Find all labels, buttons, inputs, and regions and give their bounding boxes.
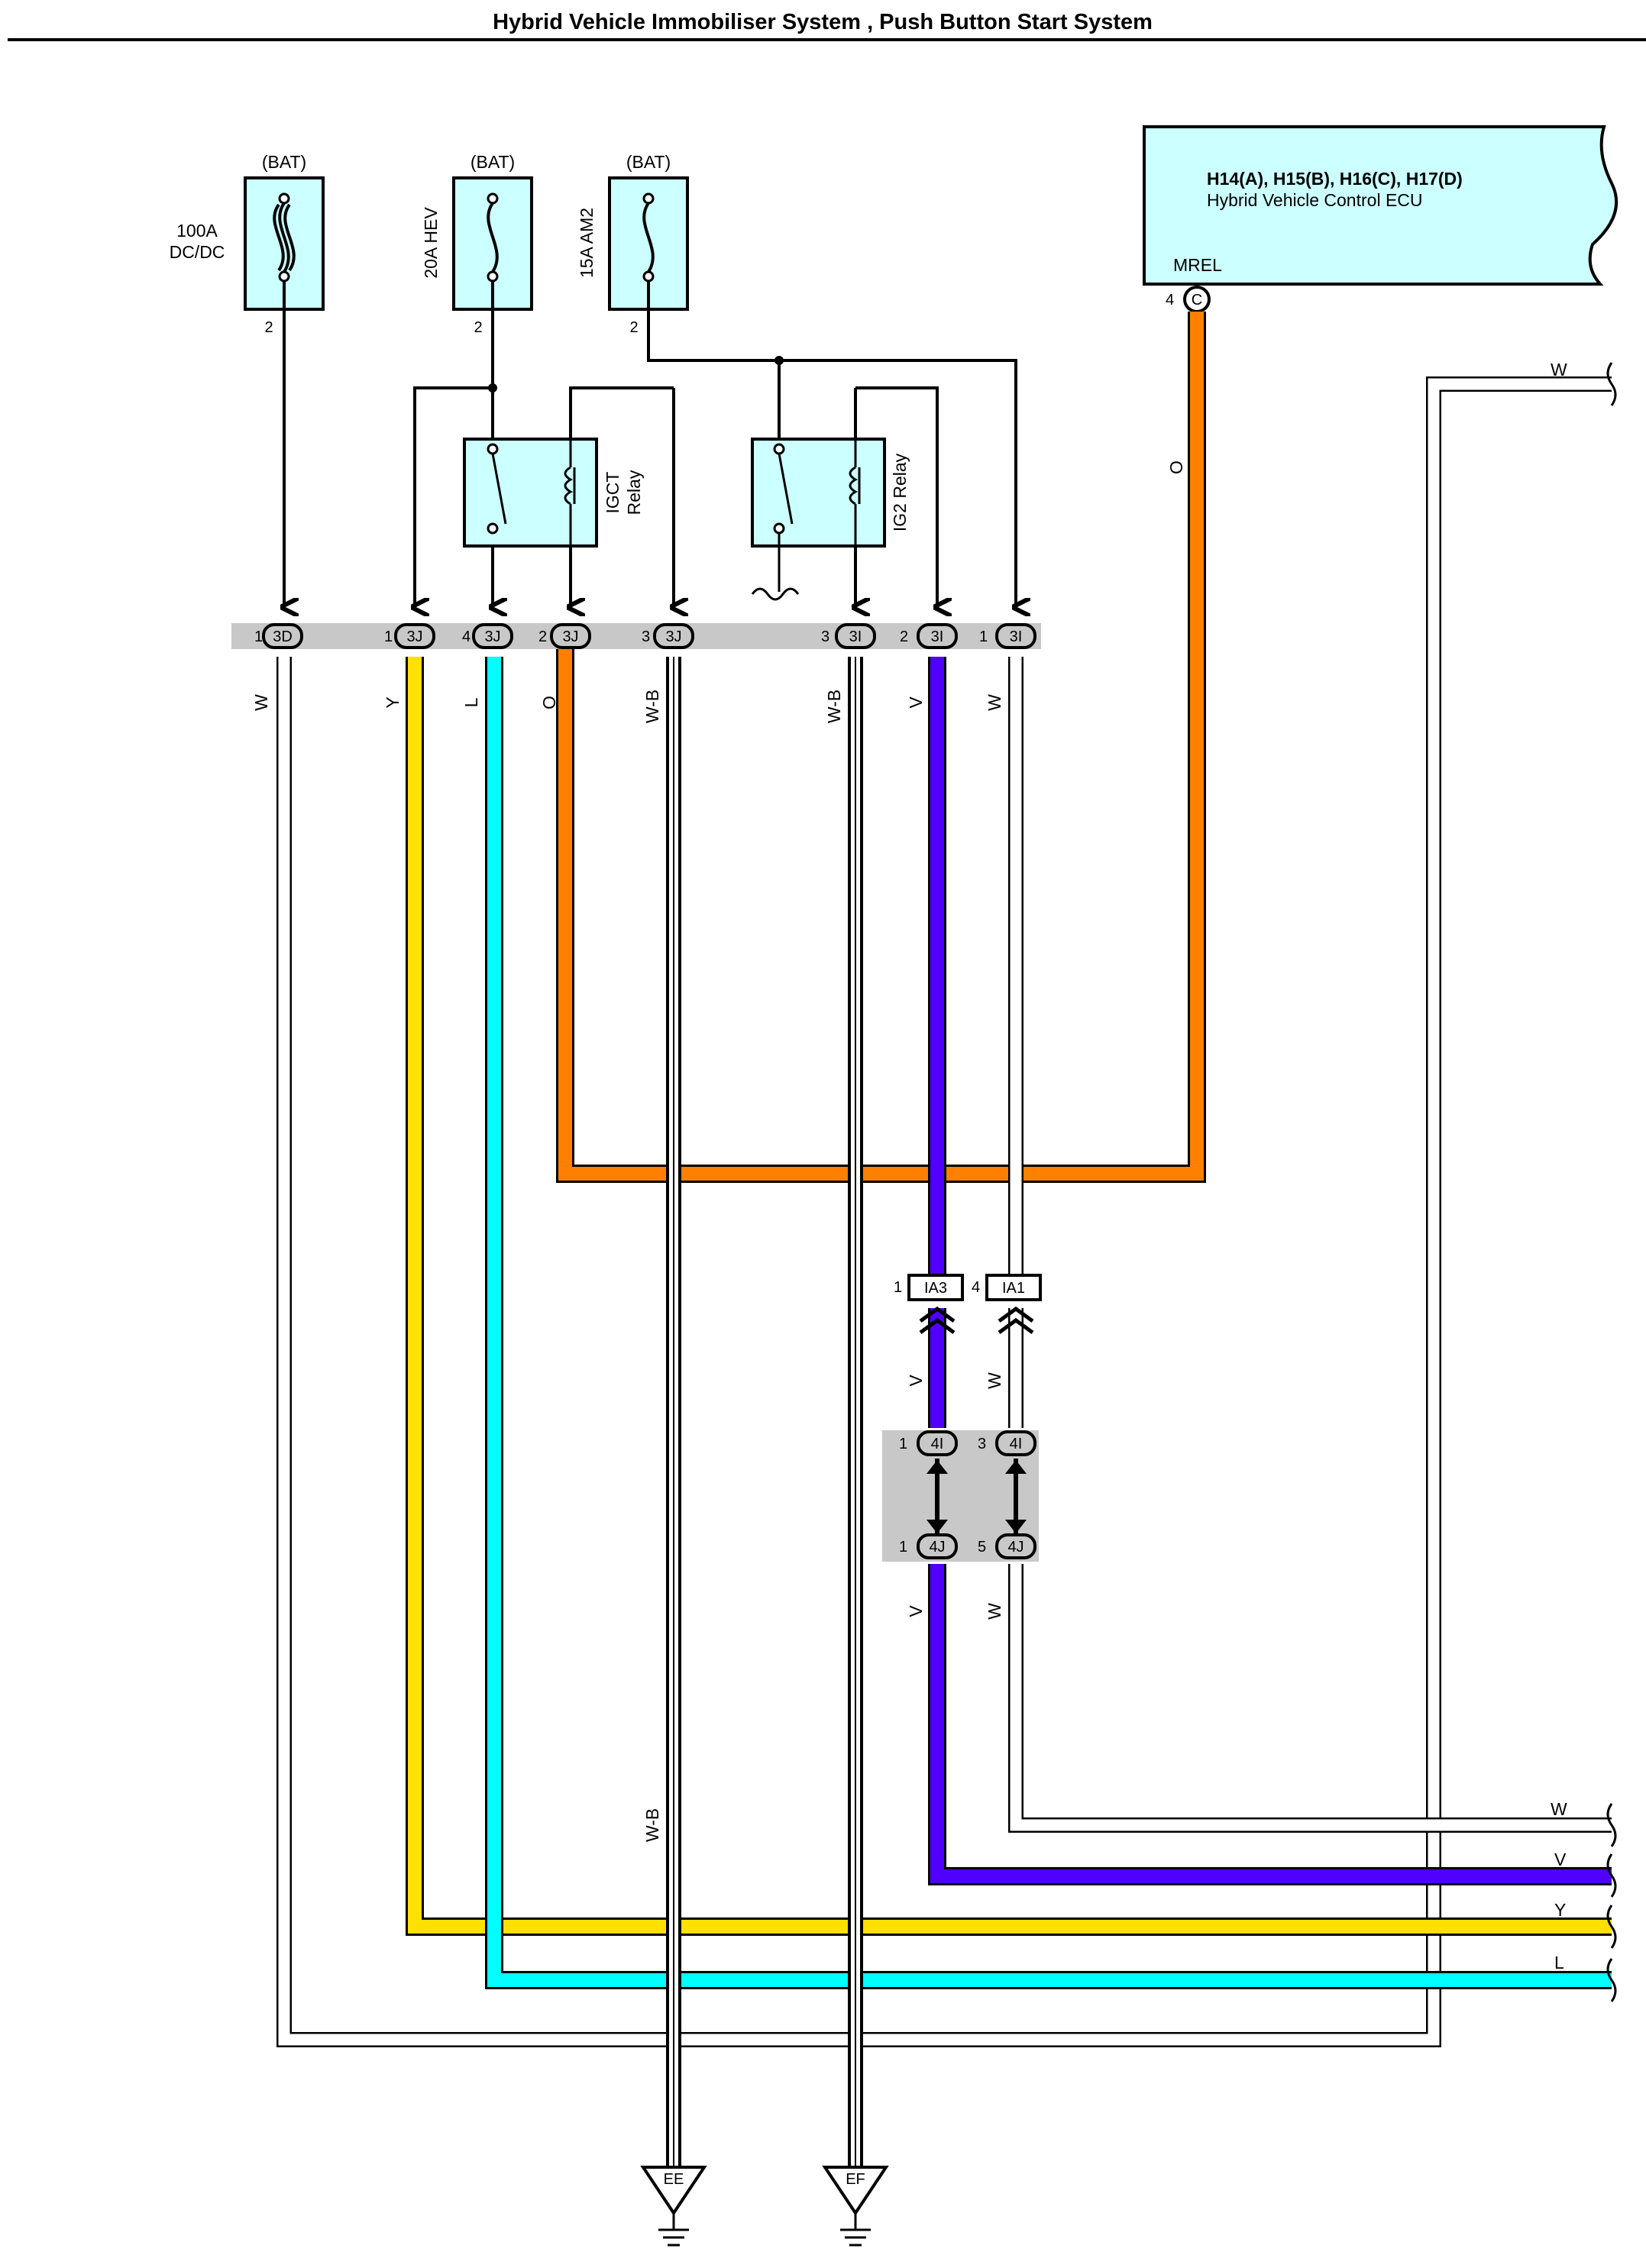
wire-label-v-mid: V (906, 1375, 926, 1387)
right-label-v: V (1554, 1850, 1567, 1869)
wires (276, 312, 1612, 2169)
inline-connector-ia1: 4 IA1 (972, 1274, 1042, 1335)
fuse-am2-name: 15A AM2 (577, 208, 597, 278)
fuse-am2-pin: 2 (629, 319, 638, 336)
wire-label-w-low: W (985, 1603, 1004, 1620)
right-label-y: Y (1554, 1900, 1566, 1920)
fuse-dcdc-source: (BAT) (262, 152, 306, 172)
fuse-dcdc: (BAT) 100A DC/DC 2 (170, 152, 325, 336)
jc-id: 3J (665, 628, 681, 645)
ia1-id: IA1 (1002, 1280, 1025, 1297)
igct-relay: IGCT Relay (463, 438, 644, 548)
jc-1-3j: 1 3J (384, 623, 435, 649)
junction-connector-bar (231, 623, 1041, 649)
jc-pin: 2 (538, 628, 547, 645)
jb-4j-pin1: 1 (899, 1539, 907, 1556)
jc-pin: 1 (384, 628, 393, 645)
wire-label-y: Y (383, 696, 403, 708)
igct-relay-name-line1: IGCT (603, 472, 623, 514)
fuse-dcdc-name-line1: 100A (176, 221, 218, 241)
ecu-pin-number: 4 (1166, 292, 1174, 309)
jc-id: 3I (849, 628, 862, 645)
jc-id: 3J (484, 628, 500, 645)
fuse-hev-name: 20A HEV (421, 207, 441, 279)
jb-4i-id2: 4I (1010, 1436, 1023, 1452)
wire-label-l: L (461, 697, 481, 707)
ecu-codes: H14(A), H15(B), H16(C), H17(D) (1207, 169, 1463, 189)
jc-3-3i: 3 3I (821, 623, 876, 649)
ecu-connector-label: C (1192, 292, 1202, 309)
jb-4i-pin1: 1 (899, 1436, 907, 1452)
jb-4i-id1: 4I (931, 1436, 944, 1452)
jc-1-3d: 1 3D (254, 623, 303, 649)
jc-id: 3D (273, 628, 293, 645)
right-edge-breaks (1606, 362, 1617, 2002)
wire-label-wb: W-B (642, 690, 662, 723)
jc-2-3j: 2 3J (538, 623, 591, 649)
right-label-w: W (1551, 1799, 1567, 1819)
ig2-relay: IG2 Relay (751, 438, 910, 601)
jc-id: 3I (931, 628, 944, 645)
ecu-name: Hybrid Vehicle Control ECU (1207, 190, 1423, 210)
ia3-pin: 1 (894, 1279, 902, 1296)
jc-id: 3I (1010, 628, 1023, 645)
fuse-hev-source: (BAT) (471, 152, 515, 172)
jb-4j-pin5: 5 (978, 1539, 986, 1556)
fuse-dcdc-name-line2: DC/DC (170, 242, 225, 262)
fuse-hev: (BAT) 20A HEV 2 (421, 152, 533, 336)
jc-2-3i: 2 3I (900, 623, 958, 649)
jc-4-3j: 4 3J (462, 623, 513, 649)
wire-label-w-2: W (985, 694, 1004, 711)
ia3-id: IA3 (924, 1280, 947, 1297)
wire-label-wb-2: W-B (824, 690, 844, 723)
fuse-am2-source: (BAT) (626, 152, 671, 172)
ground-ef-label: EF (846, 2171, 865, 2188)
jc-1-3i: 1 3I (979, 623, 1036, 649)
wire-light-blue (485, 657, 1612, 1989)
wire-label-w-mid: W (985, 1372, 1004, 1389)
igct-relay-name-line2: Relay (624, 470, 644, 515)
diagram-title: Hybrid Vehicle Immobiliser System , Push… (493, 10, 1153, 34)
fuse-hev-pin: 2 (474, 319, 482, 336)
inline-connector-ia3: 1 IA3 (894, 1274, 964, 1335)
jc-id: 3J (562, 628, 578, 645)
wire-label-o: O (539, 696, 559, 709)
ig2-relay-name: IG2 Relay (890, 453, 910, 531)
jc-pin: 4 (462, 628, 471, 645)
wire-label-wb-lower: W-B (642, 1808, 662, 1842)
ecu-terminal-mrel: MREL (1173, 255, 1222, 275)
jb-4j-id2: 4J (1007, 1539, 1023, 1556)
junction-block-4: 1 4I 3 4I 1 4J 5 4J (882, 1430, 1039, 1562)
wire-label-v: V (906, 696, 926, 709)
fuse-am2: (BAT) 15A AM2 2 (577, 152, 689, 336)
right-label-l: L (1554, 1953, 1564, 1972)
ground-ee-label: EE (664, 2171, 684, 2188)
jc-id: 3J (406, 628, 422, 645)
wire-label-v-low: V (906, 1605, 926, 1617)
jc-pin: 2 (900, 628, 908, 645)
right-top-wire-label: W (1551, 360, 1567, 380)
jb-4i-pin3: 3 (978, 1436, 986, 1452)
wire-label-ecu-o: O (1166, 460, 1186, 474)
jc-3-3j: 3 3J (642, 623, 694, 649)
ground-ef: EF (822, 2166, 889, 2247)
ia1-pin: 4 (972, 1279, 980, 1296)
fuse-dcdc-pin: 2 (264, 319, 273, 336)
wire-color-labels: W Y L O W-B W-B V W O W-B V W V W (251, 460, 1186, 1842)
jb-4j-id1: 4J (929, 1539, 945, 1556)
jc-pin: 3 (642, 628, 650, 645)
jc-pin: 3 (821, 628, 829, 645)
ground-ee: EE (640, 2166, 707, 2247)
hybrid-ecu: H14(A), H15(B), H16(C), H17(D) Hybrid Ve… (1143, 125, 1619, 313)
jc-pin: 1 (979, 628, 988, 645)
jc-pin: 1 (254, 628, 263, 645)
wire-label-w: W (251, 694, 271, 711)
